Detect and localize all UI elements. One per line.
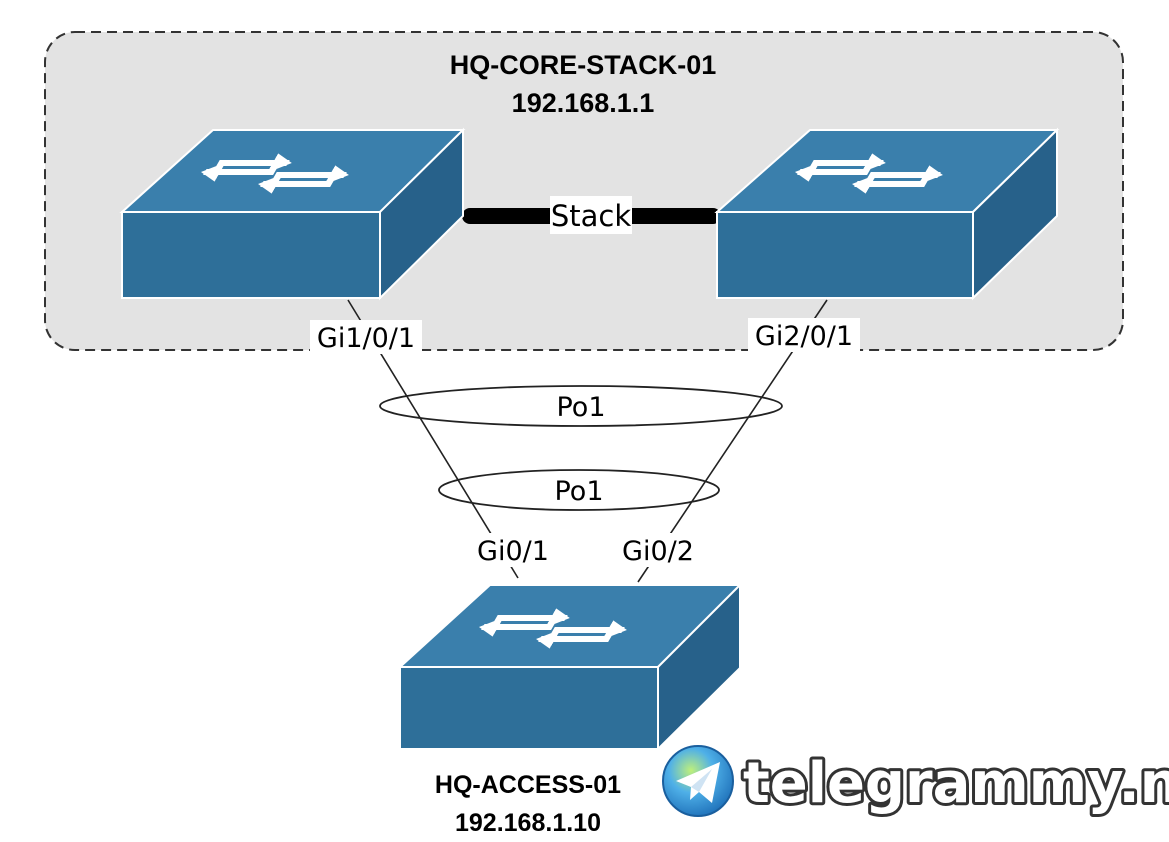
port-channel-lower-ring xyxy=(438,469,720,511)
port-core1: Gi1/0/1 xyxy=(317,323,415,354)
switch-front xyxy=(716,211,974,299)
switch-side xyxy=(379,127,464,301)
switch-side xyxy=(657,582,741,752)
port-label-bg xyxy=(748,318,860,352)
port-channel-lower-label: Po1 xyxy=(554,476,603,507)
port-channel-upper-ring xyxy=(379,385,783,427)
port-access2: Gi0/2 xyxy=(622,536,694,567)
port-channel-upper-label: Po1 xyxy=(556,392,605,423)
port-label-bg xyxy=(472,533,554,567)
stack-group-name: HQ-CORE-STACK-01 xyxy=(450,50,717,80)
watermark: telegrammy.net xyxy=(662,745,1169,819)
access-switch-name: HQ-ACCESS-01 xyxy=(435,771,621,799)
port-label-bg xyxy=(617,533,699,567)
port-label-bg xyxy=(310,320,422,354)
port-access1: Gi0/1 xyxy=(477,536,549,567)
access-switch-ip: 192.168.1.10 xyxy=(455,809,601,837)
port-core2: Gi2/0/1 xyxy=(755,321,853,352)
switch-side xyxy=(972,127,1058,301)
stack-link-label: Stack xyxy=(551,199,631,233)
stack-group-ip: 192.168.1.1 xyxy=(512,88,655,118)
access-switch xyxy=(397,582,743,752)
switch-front xyxy=(399,666,659,750)
telegram-logo-icon xyxy=(662,745,734,817)
core-switch-1 xyxy=(119,127,466,301)
watermark-text: telegrammy.net xyxy=(743,751,1169,816)
stack-label-bg xyxy=(550,196,632,234)
core-switch-2 xyxy=(714,127,1060,301)
switch-front xyxy=(121,211,381,299)
